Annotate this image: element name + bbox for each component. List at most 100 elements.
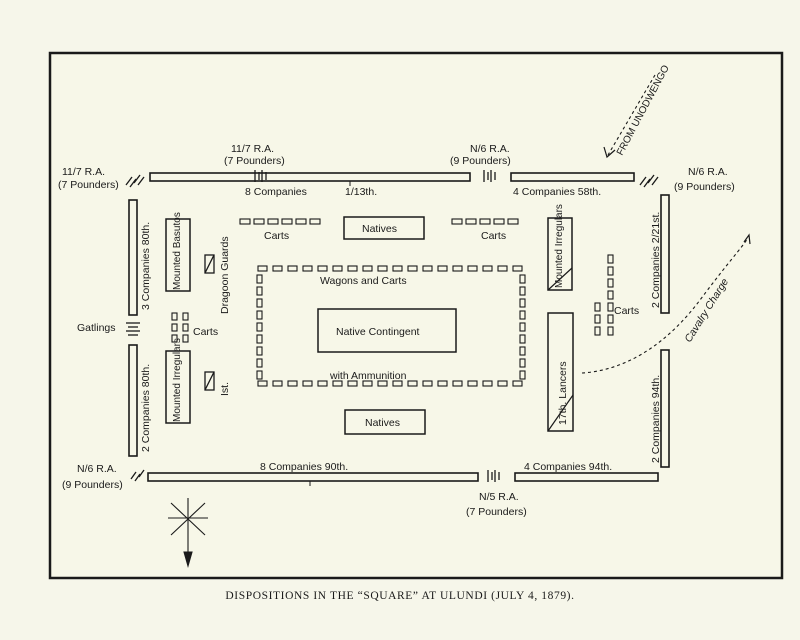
label-ra-top-right-1: N/6 R.A. (470, 143, 510, 155)
wagon (452, 380, 463, 387)
wagon (482, 380, 493, 387)
label-bottom-8-companies-90th: 8 Companies 90th. (260, 461, 348, 473)
label-mounted-irregulars-right: Mounted Irregulars (554, 204, 565, 288)
carts-column-left (171, 312, 189, 343)
wagon (519, 298, 526, 308)
wagon (377, 265, 388, 272)
wagon-laager (256, 265, 526, 387)
label-17th-lancers: 17th. Lancers (557, 361, 569, 425)
map-caption: DISPOSITIONS IN THE “SQUARE” AT ULUNDI (… (225, 590, 575, 602)
mounted-irregulars-left-box (165, 350, 191, 424)
label-mounted-basutos: Mounted Basutos (172, 212, 183, 290)
wagon (256, 358, 263, 368)
label-top-1-13th: 1/13th. (345, 186, 377, 198)
carts-row-left (239, 218, 321, 225)
label-ra-bottom-1: N/5 R.A. (479, 491, 519, 503)
top-line-left-bar (149, 172, 471, 182)
label-dragoon-guards: Dragoon Guards (219, 236, 231, 314)
wagon (519, 286, 526, 296)
wagon (256, 310, 263, 320)
wagon (497, 380, 508, 387)
label-ist: Ist. (219, 382, 231, 396)
compass-icon (168, 498, 208, 569)
wagon (287, 380, 298, 387)
bottom-line-right-bar (514, 472, 659, 482)
label-right-2-companies-94th: 2 Companies 94th. (650, 375, 662, 463)
left-line-upper-bar (128, 199, 138, 316)
wagon (497, 265, 508, 272)
wagon (519, 274, 526, 284)
native-contingent-box (317, 308, 457, 353)
label-ra-sw-1: N/6 R.A. (77, 463, 117, 475)
bottom-line-left-bar (147, 472, 479, 482)
wagon (467, 265, 478, 272)
wagon (256, 334, 263, 344)
wagon (347, 380, 358, 387)
wagon (287, 265, 298, 272)
wagon (256, 274, 263, 284)
wagon (377, 380, 388, 387)
wagon (512, 380, 523, 387)
natives-bottom-box (344, 409, 426, 435)
dragoon-flag (204, 254, 215, 274)
wagon (392, 265, 403, 272)
wagon (362, 265, 373, 272)
wagon (392, 380, 403, 387)
label-left-2-companies-80th: 2 Companies 80th. (140, 364, 152, 452)
label-ra-ne-2: (9 Pounders) (674, 181, 735, 193)
map-frame-outer (48, 51, 784, 580)
wagon (519, 322, 526, 332)
wagon (256, 370, 263, 380)
right-line-lower-bar (660, 349, 670, 468)
wagon (302, 380, 313, 387)
label-ra-top-left-1: 11/7 R.A. (231, 143, 274, 155)
wagon (407, 380, 418, 387)
label-ra-nw-1: 11/7 R.A. (62, 166, 105, 178)
wagon (519, 334, 526, 344)
wagon (272, 265, 283, 272)
label-carts-right-top: Carts (481, 230, 506, 242)
label-carts-right-mid: Carts (614, 305, 639, 317)
wagon (512, 265, 523, 272)
carts-row-right (451, 218, 519, 225)
label-top-8-companies: 8 Companies (245, 186, 307, 198)
gun-marks-ne (639, 174, 659, 188)
label-ra-sw-2: (9 Pounders) (62, 479, 123, 491)
right-line-upper-bar (660, 194, 670, 314)
top-line-right-bar (510, 172, 635, 182)
natives-top-box (343, 216, 425, 240)
mounted-basutos-box (165, 218, 191, 292)
label-gatlings: Gatlings (77, 322, 116, 334)
wagon (482, 265, 493, 272)
mounted-irregulars-right-box (547, 217, 573, 291)
label-ra-top-left-2: (7 Pounders) (224, 155, 285, 167)
label-natives-top: Natives (362, 223, 397, 235)
gun-marks-top-right (483, 170, 496, 182)
wagon (519, 358, 526, 368)
wagon (332, 380, 343, 387)
wagon (317, 265, 328, 272)
label-top-4-companies-58th: 4 Companies 58th. (513, 186, 601, 198)
wagon (519, 310, 526, 320)
wagon (519, 346, 526, 356)
label-natives-bottom: Natives (365, 417, 400, 429)
wagon (422, 380, 433, 387)
label-ra-nw-2: (7 Pounders) (58, 179, 119, 191)
cavalry-charge-path (581, 237, 749, 374)
wagon (257, 265, 268, 272)
label-wagons-and-carts: Wagons and Carts (320, 275, 407, 287)
label-with-ammunition: with Ammunition (329, 370, 407, 382)
wagon (422, 265, 433, 272)
label-ra-ne-1: N/6 R.A. (688, 166, 728, 178)
wagon (437, 265, 448, 272)
label-right-2-companies-21st: 2 Companies 2/21st. (650, 212, 662, 308)
wagon (452, 265, 463, 272)
wagon (332, 265, 343, 272)
label-ra-bottom-2: (7 Pounders) (466, 506, 527, 518)
wagon (347, 265, 358, 272)
gatling-marks (126, 322, 140, 336)
wagon (302, 265, 313, 272)
gun-marks-top-left (254, 170, 267, 182)
label-bottom-4-companies-94th: 4 Companies 94th. (524, 461, 612, 473)
label-ra-top-right-2: (9 Pounders) (450, 155, 511, 167)
